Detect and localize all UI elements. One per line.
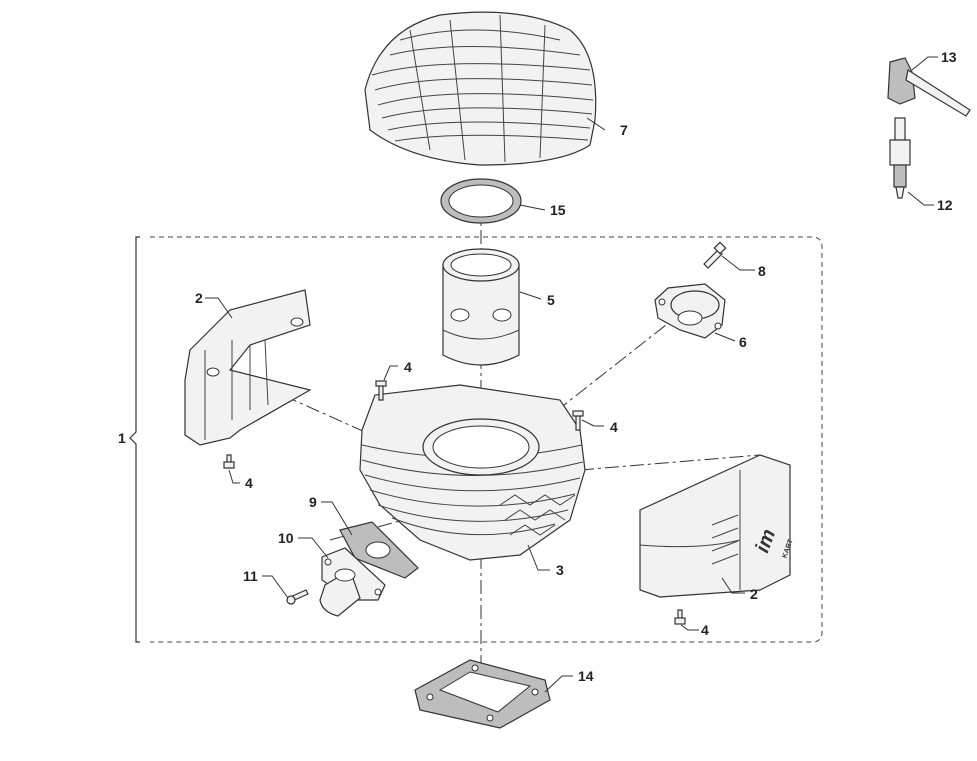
callout-14: 14 [578, 668, 594, 684]
cylinder-liner [442, 248, 520, 366]
screw-4-right-upper [572, 410, 584, 431]
intake-gasket [339, 521, 419, 579]
right-cooling-shroud: im KART [639, 454, 795, 598]
bolt-11 [286, 589, 309, 605]
cylinder-block [359, 384, 586, 561]
screw-4-bottom-right [674, 609, 686, 625]
cylinder-head [364, 11, 597, 166]
callout-10: 10 [278, 530, 294, 546]
callout-2-left: 2 [195, 290, 203, 306]
left-cooling-shroud [184, 289, 312, 446]
callout-13: 13 [941, 49, 957, 65]
callout-4-top: 4 [404, 359, 412, 375]
callout-4-bottom-right: 4 [701, 622, 709, 638]
callout-4-right-upper: 4 [610, 419, 618, 435]
intake-manifold [319, 547, 386, 617]
callout-4-left: 4 [245, 475, 253, 491]
callout-15: 15 [550, 202, 566, 218]
callout-2-right: 2 [750, 586, 758, 602]
callout-8: 8 [758, 263, 766, 279]
assembly-bracket [129, 236, 140, 643]
screw-4-left [223, 454, 235, 469]
callout-7: 7 [620, 122, 628, 138]
spark-plug-cap [887, 57, 971, 117]
callout-12: 12 [937, 197, 953, 213]
centerline-right-shroud [579, 454, 761, 471]
spark-plug [889, 117, 911, 199]
base-gasket [414, 659, 551, 729]
bolt-8 [703, 241, 727, 269]
callout-1: 1 [118, 430, 126, 446]
callout-11: 11 [243, 568, 258, 584]
head-gasket [440, 178, 522, 224]
callout-9: 9 [309, 494, 317, 510]
callout-3: 3 [556, 562, 564, 578]
centerline-exhaust [544, 309, 686, 421]
assembly-group-box [150, 236, 823, 643]
screw-4-top [375, 380, 387, 401]
callout-6: 6 [739, 334, 747, 350]
exhaust-flange [654, 283, 726, 339]
leader-lines [205, 56, 938, 693]
callout-5: 5 [547, 292, 555, 308]
